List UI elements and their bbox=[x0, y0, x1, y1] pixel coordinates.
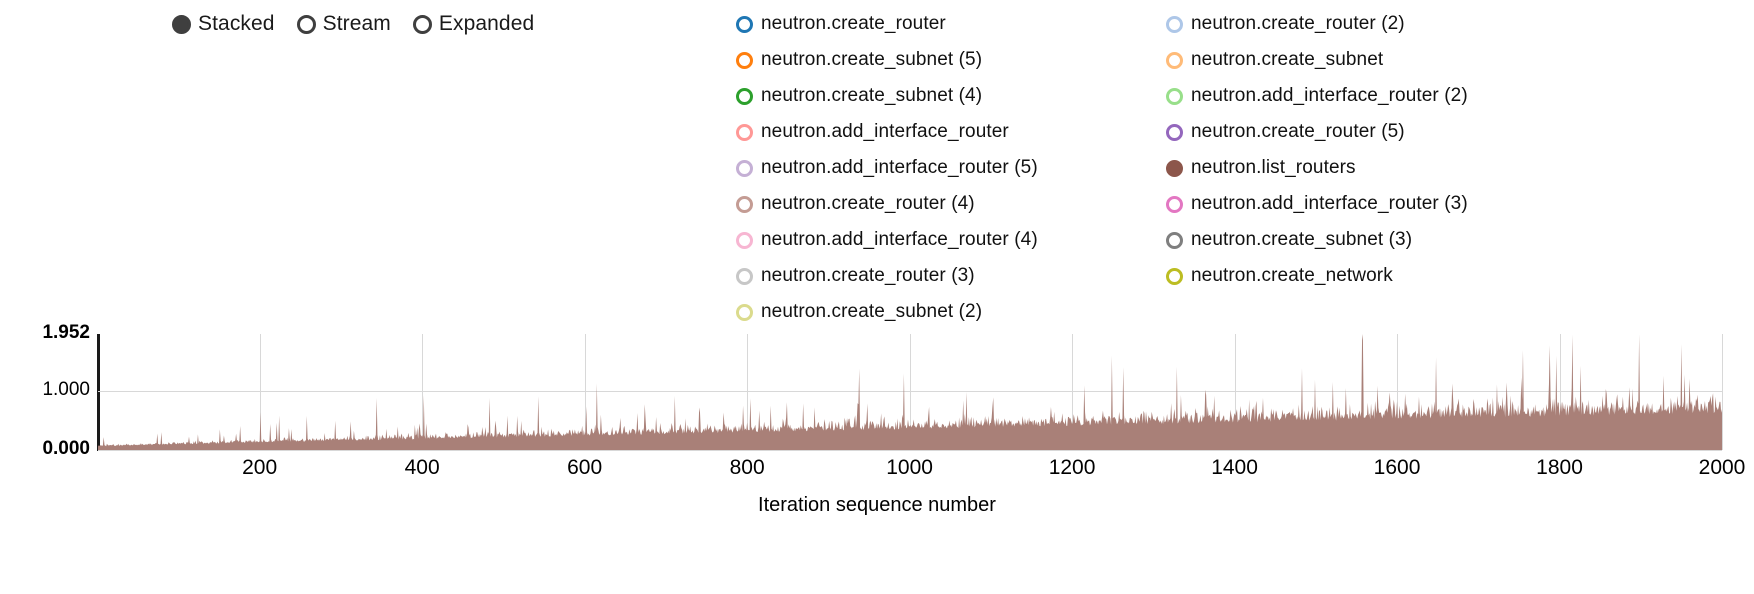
legend-item-label: neutron.create_router bbox=[761, 13, 946, 34]
mode-option-stacked[interactable]: Stacked bbox=[172, 12, 275, 36]
legend-item-label: neutron.list_routers bbox=[1191, 157, 1356, 178]
x-tick-label: 800 bbox=[729, 456, 765, 479]
legend-marker-icon[interactable] bbox=[1166, 231, 1183, 249]
legend-marker-icon[interactable] bbox=[736, 123, 753, 141]
x-tick-label: 1800 bbox=[1536, 456, 1583, 479]
legend-column-left: neutron.create_router neutron.create_sub… bbox=[736, 6, 1136, 330]
radio-empty-icon[interactable] bbox=[412, 14, 432, 34]
x-tick-label: 1600 bbox=[1373, 456, 1421, 479]
legend-item-label: neutron.create_subnet (5) bbox=[761, 49, 983, 70]
x-axis-title: Iteration sequence number bbox=[758, 494, 996, 516]
legend-item[interactable]: neutron.create_subnet (2) bbox=[736, 294, 1136, 330]
legend-item[interactable]: neutron.create_subnet bbox=[1166, 42, 1566, 78]
legend-item-label: neutron.create_router (5) bbox=[1191, 121, 1405, 142]
gridline-vertical bbox=[1559, 334, 1561, 450]
legend-marker-icon[interactable] bbox=[736, 87, 753, 105]
legend-item[interactable]: neutron.create_subnet (3) bbox=[1166, 222, 1566, 258]
legend-column-right: neutron.create_router (2) neutron.create… bbox=[1166, 6, 1566, 330]
legend-item-label: neutron.create_subnet (2) bbox=[761, 301, 983, 322]
legend-item[interactable]: neutron.add_interface_router bbox=[736, 114, 1136, 150]
x-tick-label: 2000 bbox=[1698, 456, 1746, 479]
legend-marker-icon[interactable] bbox=[1166, 267, 1183, 285]
legend-item-label: neutron.create_network bbox=[1191, 265, 1393, 286]
legend-item-label: neutron.add_interface_router bbox=[761, 121, 1009, 142]
gridline-vertical bbox=[909, 334, 911, 450]
gridline-horizontal bbox=[98, 450, 1722, 451]
gridline-vertical bbox=[259, 334, 261, 450]
legend-item[interactable]: neutron.add_interface_router (4) bbox=[736, 222, 1136, 258]
legend-marker-icon[interactable] bbox=[1166, 15, 1183, 33]
legend-marker-icon[interactable] bbox=[1166, 87, 1183, 105]
legend-marker-icon[interactable] bbox=[736, 195, 753, 213]
mode-label-stream: Stream bbox=[322, 12, 391, 35]
legend-item[interactable]: neutron.create_router (3) bbox=[736, 258, 1136, 294]
chart-container: 1.952 1.000 0.000 200 400 600 800 1000 1200 14… bbox=[0, 322, 1754, 594]
legend-marker-icon[interactable] bbox=[736, 231, 753, 249]
legend-item[interactable]: neutron.create_router (2) bbox=[1166, 6, 1566, 42]
x-tick-label: 1400 bbox=[1211, 456, 1258, 479]
legend-item-label: neutron.add_interface_router (5) bbox=[761, 157, 1038, 178]
legend-item[interactable]: neutron.add_interface_router (2) bbox=[1166, 78, 1566, 114]
legend-marker-icon[interactable] bbox=[736, 267, 753, 285]
legend-item-label: neutron.add_interface_router (3) bbox=[1191, 193, 1468, 214]
legend-item[interactable]: neutron.add_interface_router (5) bbox=[736, 150, 1136, 186]
x-tick-label: 600 bbox=[567, 456, 603, 479]
gridline-vertical bbox=[1072, 334, 1074, 450]
area-chart-svg bbox=[98, 334, 1722, 450]
y-tick-label: 1.000 bbox=[42, 378, 90, 400]
plot-area[interactable] bbox=[98, 334, 1722, 450]
chart-mode-selector[interactable]: Stacked Stream Expanded bbox=[172, 8, 534, 40]
legend-marker-icon[interactable] bbox=[736, 303, 753, 321]
legend-item[interactable]: neutron.create_router bbox=[736, 6, 1136, 42]
mode-label-stacked: Stacked bbox=[198, 12, 275, 35]
legend-item-label: neutron.create_subnet (3) bbox=[1191, 229, 1413, 250]
legend-item-active[interactable]: neutron.list_routers bbox=[1166, 150, 1566, 186]
legend-item-label: neutron.create_router (3) bbox=[761, 265, 975, 286]
legend-item[interactable]: neutron.create_network bbox=[1166, 258, 1566, 294]
legend-marker-icon[interactable] bbox=[736, 51, 753, 69]
x-tick-label: 400 bbox=[404, 456, 440, 479]
legend-item[interactable]: neutron.create_subnet (5) bbox=[736, 42, 1136, 78]
legend-marker-icon[interactable] bbox=[1166, 51, 1183, 69]
legend-marker-icon[interactable] bbox=[1166, 159, 1183, 177]
y-tick-label: 0.000 bbox=[42, 438, 90, 459]
legend-item-label: neutron.create_router (2) bbox=[1191, 13, 1405, 34]
gridline-vertical bbox=[584, 334, 586, 450]
gridline-vertical bbox=[1722, 334, 1723, 450]
radio-empty-icon[interactable] bbox=[296, 14, 316, 34]
x-tick-label: 1000 bbox=[886, 456, 933, 479]
gridline-vertical bbox=[422, 334, 424, 450]
legend-marker-icon[interactable] bbox=[1166, 123, 1183, 141]
gridline-vertical bbox=[1397, 334, 1399, 450]
y-tick-label: 1.952 bbox=[42, 322, 90, 343]
legend-item[interactable]: neutron.create_router (5) bbox=[1166, 114, 1566, 150]
mode-option-expanded[interactable]: Expanded bbox=[412, 12, 535, 36]
legend-item-label: neutron.add_interface_router (4) bbox=[761, 229, 1038, 250]
mode-label-expanded: Expanded bbox=[438, 12, 535, 35]
chart-legend: neutron.create_router neutron.create_sub… bbox=[736, 6, 1746, 330]
x-tick-label: 1200 bbox=[1048, 456, 1096, 479]
gridline-vertical bbox=[747, 334, 749, 450]
y-axis-line bbox=[97, 334, 100, 451]
legend-item-label: neutron.create_subnet (4) bbox=[761, 85, 983, 106]
legend-item-label: neutron.create_subnet bbox=[1191, 49, 1384, 70]
legend-marker-icon[interactable] bbox=[736, 15, 753, 33]
legend-marker-icon[interactable] bbox=[736, 159, 753, 177]
x-tick-label: 200 bbox=[242, 456, 278, 479]
series-area-list-routers bbox=[98, 334, 1722, 450]
legend-marker-icon[interactable] bbox=[1166, 195, 1183, 213]
legend-item[interactable]: neutron.create_subnet (4) bbox=[736, 78, 1136, 114]
legend-item[interactable]: neutron.add_interface_router (3) bbox=[1166, 186, 1566, 222]
gridline-vertical bbox=[1234, 334, 1236, 450]
legend-item-label: neutron.add_interface_router (2) bbox=[1191, 85, 1468, 106]
radio-filled-icon[interactable] bbox=[172, 14, 191, 34]
mode-option-stream[interactable]: Stream bbox=[296, 12, 391, 36]
legend-item-label: neutron.create_router (4) bbox=[761, 193, 975, 214]
legend-item[interactable]: neutron.create_router (4) bbox=[736, 186, 1136, 222]
